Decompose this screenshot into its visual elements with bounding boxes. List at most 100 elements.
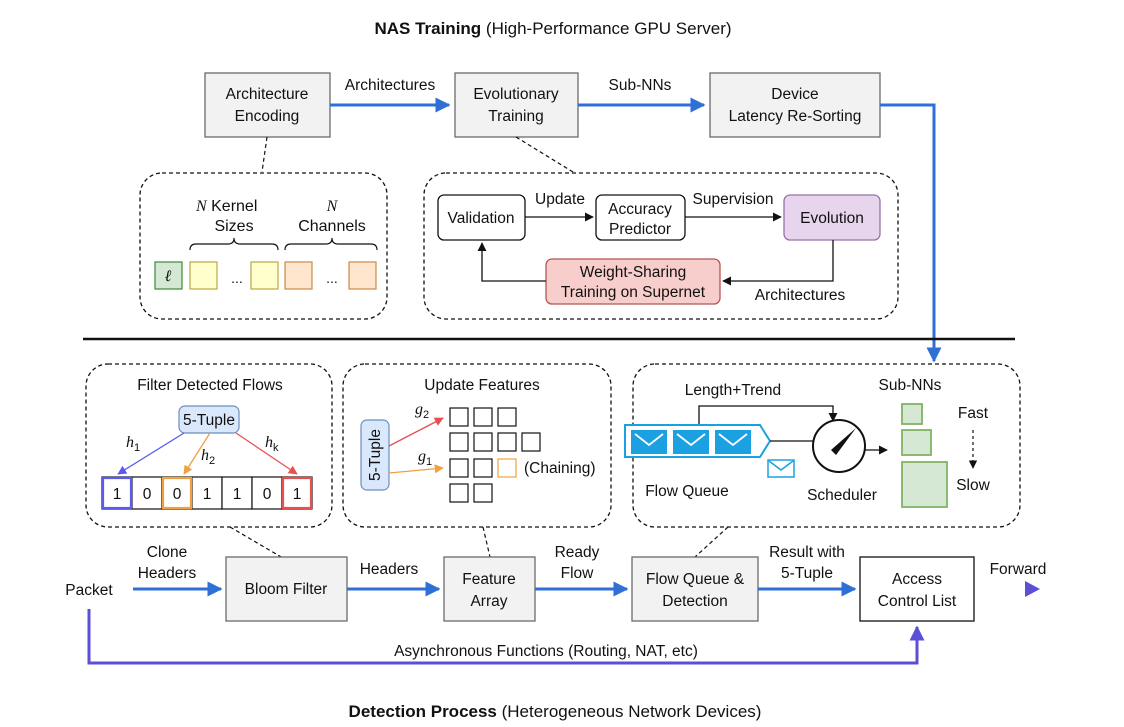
subnn-medium: [901, 429, 932, 456]
hashed-bit-highlight: [281, 476, 313, 510]
hash-h2-arrow: [183, 432, 211, 475]
hashed-bit-highlight: [101, 476, 133, 510]
filter-5-tuple: [178, 405, 240, 434]
training-to-validation-arrow: [477, 242, 546, 282]
svg-text:Evolution: Evolution: [800, 210, 864, 227]
weight-sharing-box: Weight-Sharing Training on Supernet: [545, 258, 721, 305]
svg-text:5-Tuple: 5-Tuple: [183, 412, 235, 429]
svg-text:Evolutionary: Evolutionary: [473, 86, 559, 103]
svg-text:Latency Re-Sorting: Latency Re-Sorting: [729, 108, 862, 125]
chaining-label: (Chaining): [524, 460, 596, 477]
access-control-list-box: Access Control List: [859, 556, 975, 622]
bloom-filter-box: Bloom Filter: [225, 556, 348, 622]
kernel-brace: [189, 237, 279, 251]
forward-arrowhead: [1025, 581, 1040, 597]
h2-label: h2: [201, 447, 215, 467]
accuracy-predictor-box: Accuracy Predictor: [595, 194, 686, 241]
result-label-2: 5-Tuple: [781, 565, 833, 582]
svg-text:Predictor: Predictor: [609, 221, 671, 238]
features-5-tuple: [360, 419, 390, 491]
ready-label-2: Flow: [561, 565, 595, 582]
async-label: Asynchronous Functions (Routing, NAT, et…: [394, 643, 698, 660]
kernel-dots: ...: [231, 270, 243, 286]
svg-text:Weight-Sharing: Weight-Sharing: [580, 264, 687, 281]
small-envelope-icon: [767, 459, 795, 478]
update-features-panel: Update Features 5-Tuple g2 g1 (Chaining): [342, 363, 612, 528]
clone-label-2: Headers: [138, 565, 197, 582]
scheduler-needle: [831, 428, 856, 455]
supervision-label: Supervision: [693, 191, 774, 208]
latency-to-subnns-arrow: [880, 103, 942, 363]
svg-text:Validation: Validation: [448, 210, 515, 227]
subnn-large: [901, 461, 948, 508]
hashed-bit-highlight: [161, 476, 193, 510]
svg-text:5-Tuple: 5-Tuple: [367, 429, 384, 481]
feature-grid: [449, 407, 541, 503]
queue-envelope-icons: [631, 430, 751, 454]
architecture-encoding-box: Architecture Encoding: [204, 72, 331, 138]
evolution-detail-panel: Validation Accuracy Predictor Evolution …: [423, 172, 899, 320]
channels-brace: [284, 237, 378, 251]
layer-count-cell: [154, 261, 183, 290]
bit-value: 1: [203, 486, 212, 503]
scheduler-label: Scheduler: [807, 487, 877, 504]
svg-text:Device: Device: [771, 86, 818, 103]
evolution-connector: [515, 136, 574, 173]
clone-label-1: Clone: [147, 544, 188, 561]
packet-label: Packet: [65, 582, 113, 599]
svg-text:Array: Array: [470, 593, 507, 610]
edge-subnns-label: Sub-NNs: [609, 77, 672, 94]
subnn-small: [901, 403, 923, 425]
sizes-label: Sizes: [214, 218, 253, 235]
result-label-1: Result with: [769, 544, 845, 561]
bottom-title: Detection Process (Heterogeneous Network…: [349, 702, 762, 721]
slow-label: Slow: [956, 477, 990, 494]
queue-connector: [694, 526, 729, 558]
architectures-arrow: [722, 240, 834, 286]
architectures-label: Architectures: [755, 287, 846, 304]
hash-hk-arrow: [235, 432, 298, 475]
evolution-box: Evolution: [783, 194, 881, 241]
length-trend-label: Length+Trend: [685, 382, 781, 399]
svg-text:Encoding: Encoding: [235, 108, 300, 125]
svg-text:ℓ: ℓ: [165, 268, 172, 285]
feature-connector: [482, 526, 491, 558]
channel-dots: ...: [326, 270, 338, 286]
n-channels-label: N: [326, 198, 339, 215]
async-path-arrow: [87, 609, 925, 665]
bit-value: 1: [233, 486, 242, 503]
filter-flows-panel: Filter Detected Flows 5-Tuple h1 h2 hk 1…: [85, 363, 333, 528]
svg-text:Detection: Detection: [662, 593, 727, 610]
validation-box: Validation: [437, 194, 526, 241]
svg-text:Flow Queue &: Flow Queue &: [646, 571, 745, 588]
headers-label: Headers: [360, 561, 419, 578]
device-latency-box: Device Latency Re-Sorting: [709, 72, 881, 138]
bit-value: 1: [293, 486, 302, 503]
length-trend-arrow: [698, 405, 838, 438]
bit-value: 0: [263, 486, 272, 503]
svg-text:Control List: Control List: [878, 593, 957, 610]
svg-text:Training on Supernet: Training on Supernet: [561, 284, 706, 301]
bit-value: 0: [143, 486, 152, 503]
subnns-label: Sub-NNs: [879, 377, 942, 394]
feature-array-box: Feature Array: [443, 556, 536, 622]
update-label: Update: [535, 191, 585, 208]
svg-text:Architecture: Architecture: [226, 86, 309, 103]
forward-label: Forward: [990, 561, 1047, 578]
svg-text:Access: Access: [892, 571, 942, 588]
h1-label: h1: [126, 434, 140, 454]
svg-text:Bloom Filter: Bloom Filter: [245, 581, 328, 598]
bit-cell: [221, 476, 253, 510]
svg-text:Training: Training: [488, 108, 543, 125]
flow-queue-label: Flow Queue: [645, 483, 729, 500]
top-title: NAS Training (High-Performance GPU Serve…: [374, 19, 731, 38]
evolutionary-training-box: Evolutionary Training: [454, 72, 579, 138]
chained-cell: [497, 458, 517, 478]
features-title: Update Features: [424, 377, 540, 394]
kernel-label: N Kernel: [195, 198, 257, 215]
kernel-cell-n: [250, 261, 279, 290]
svg-text:Feature: Feature: [462, 571, 515, 588]
svg-text:Accuracy: Accuracy: [608, 201, 672, 218]
hk-label: hk: [265, 434, 279, 454]
